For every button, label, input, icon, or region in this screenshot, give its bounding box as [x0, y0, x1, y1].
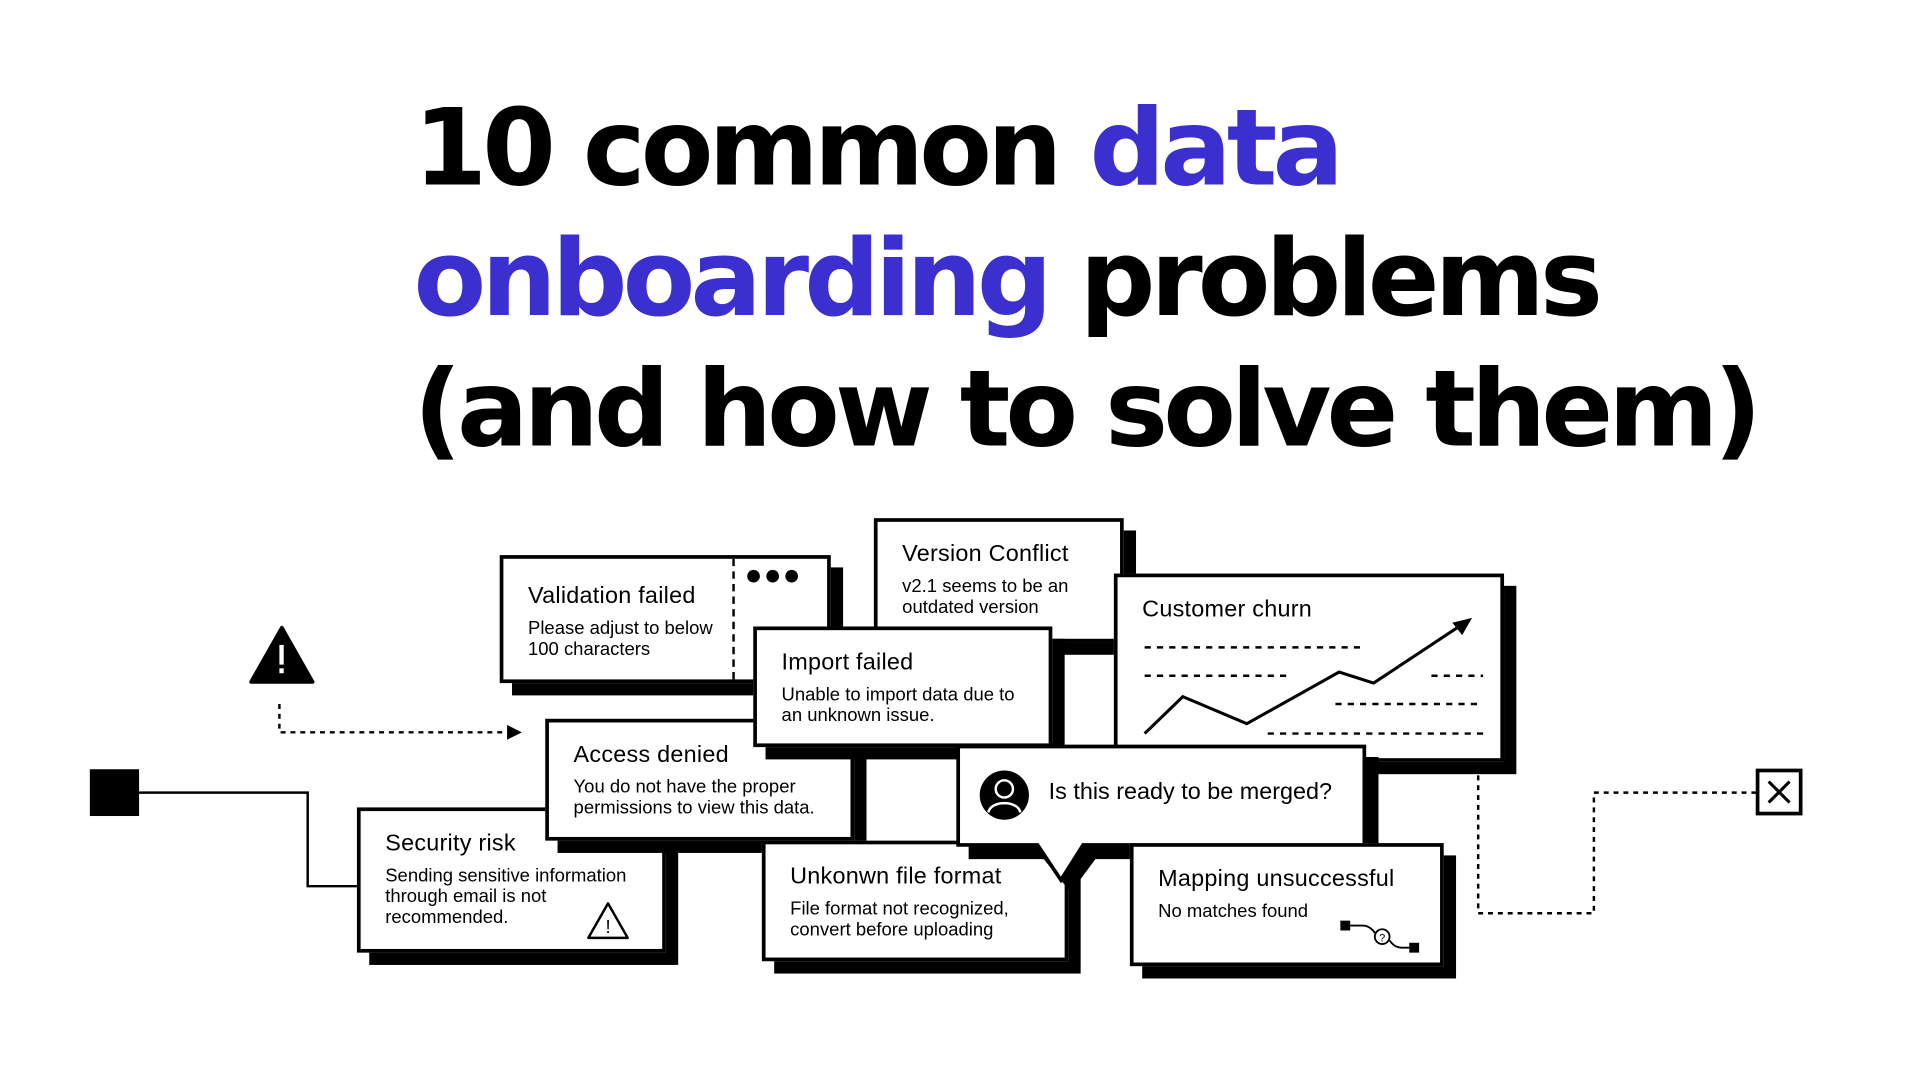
card-title: Access denied [573, 742, 729, 769]
card-title: Validation failed [528, 583, 696, 610]
churn-line-chart [1143, 617, 1484, 735]
ellipsis-icon[interactable]: ●●● [744, 558, 802, 593]
dotted-connector [1476, 775, 1757, 915]
card-title: Customer churn [1142, 596, 1312, 623]
page-title: 10 common data onboarding problems (and … [413, 84, 1762, 475]
card-title: Unkonwn file format [790, 864, 1002, 890]
version-conflict-card: Version Conflict v2.1 seems to be an out… [873, 518, 1124, 643]
card-body: You do not have the proper permissions t… [573, 776, 815, 819]
card-body: Please adjust to below 100 characters [528, 617, 713, 660]
user-avatar-icon [979, 770, 1029, 820]
card-body: Unable to import data due to an unknown … [781, 684, 1015, 727]
title-accent: data [1089, 87, 1343, 211]
dotted-connector [278, 704, 508, 734]
trend-line [1143, 621, 1466, 735]
arrow-head-icon [507, 724, 522, 740]
divider [732, 558, 735, 680]
warning-icon: ! [587, 902, 629, 940]
card-title: Mapping unsuccessful [1158, 866, 1395, 893]
dotted-gridlines [1144, 646, 1484, 735]
import-failed-card: Import failed Unable to import data due … [753, 626, 1053, 748]
mapping-unsuccessful-card: Mapping unsuccessful No matches found ? [1129, 843, 1444, 967]
card-body: No matches found [1158, 900, 1309, 922]
mapping-path-icon: ? [1340, 920, 1420, 953]
card-title: Security risk [385, 830, 516, 857]
card-title: Version Conflict [902, 541, 1069, 568]
merge-comment-bubble: Is this ready to be merged? [956, 744, 1379, 893]
close-icon[interactable] [1755, 768, 1803, 816]
card-body: v2.1 seems to be an outdated version [902, 576, 1069, 618]
title-text: problems [1047, 217, 1603, 341]
comment-text: Is this ready to be merged? [1048, 779, 1333, 805]
card-body: Sending sensitive information through em… [385, 865, 627, 929]
square-node-icon [89, 769, 140, 817]
solid-connector [139, 791, 360, 888]
trend-arrow-icon [1452, 617, 1473, 636]
customer-churn-card: Customer churn [1113, 573, 1505, 762]
warning-icon [249, 625, 315, 684]
unknown-file-format-card: Unkonwn file format File format not reco… [761, 840, 1069, 962]
title-text: 10 common [413, 87, 1090, 211]
card-body: File format not recognized, convert befo… [790, 898, 1009, 941]
svg-text:!: ! [605, 916, 610, 937]
card-title: Import failed [781, 649, 914, 676]
svg-text:?: ? [1379, 933, 1385, 945]
title-text: (and how to solve them) [413, 348, 1762, 472]
title-accent: onboarding [413, 217, 1053, 341]
